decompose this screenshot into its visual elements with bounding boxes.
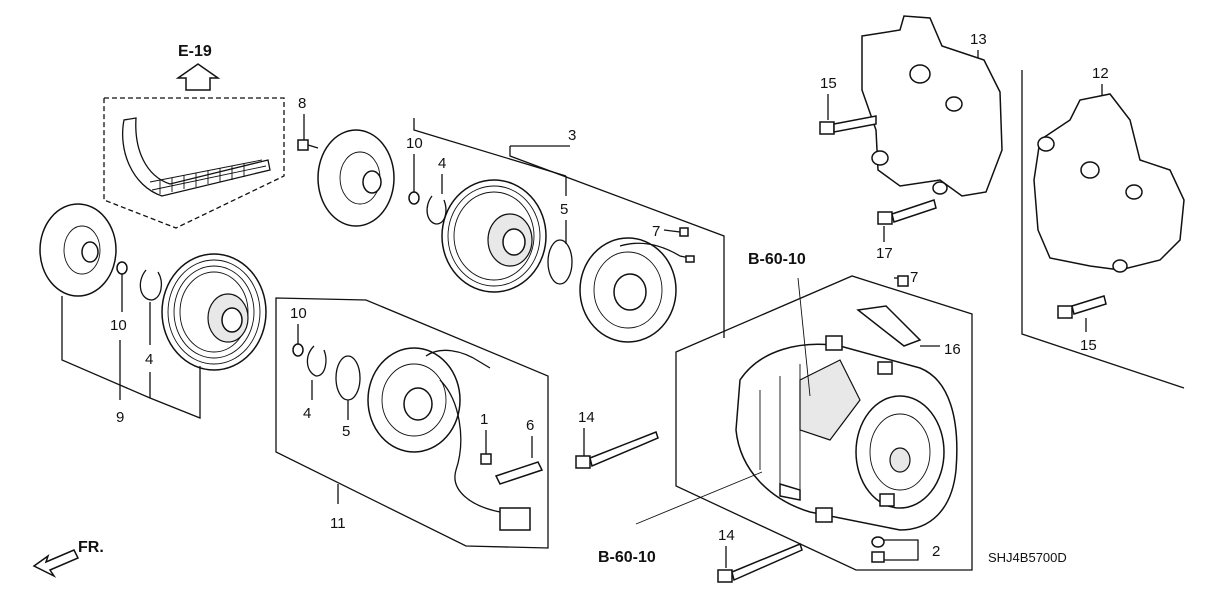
belt-dashed-box bbox=[103, 97, 285, 229]
pressure-plate-left bbox=[39, 203, 117, 297]
snap-ring-5-upper bbox=[547, 239, 573, 285]
label-4a[interactable]: 4 bbox=[145, 351, 153, 368]
bolt-1 bbox=[480, 453, 492, 465]
bolt-14-lower bbox=[717, 543, 803, 583]
coil-connector bbox=[499, 507, 531, 531]
label-17[interactable]: 17 bbox=[876, 245, 893, 262]
label-4c[interactable]: 4 bbox=[303, 405, 311, 422]
diagram-code: SHJ4B5700D bbox=[988, 550, 1067, 565]
bolt-8 bbox=[297, 139, 319, 151]
front-arrow-icon bbox=[32, 549, 80, 578]
label-6[interactable]: 6 bbox=[526, 417, 534, 434]
label-10c[interactable]: 10 bbox=[290, 305, 307, 322]
shim-lower bbox=[292, 343, 304, 357]
bracket-13 bbox=[861, 15, 1003, 197]
front-indicator: FR. bbox=[32, 539, 104, 578]
snap-ring-5-lower bbox=[335, 355, 361, 401]
label-16[interactable]: 16 bbox=[944, 341, 961, 358]
assembly-11: 10 4 5 1 6 11 bbox=[275, 297, 549, 549]
label-5b[interactable]: 5 bbox=[342, 423, 350, 440]
assembly-3: 3 10 4 5 7 bbox=[406, 118, 725, 343]
bolt-7-upper bbox=[679, 227, 689, 237]
bracket-16 bbox=[856, 305, 922, 347]
up-arrow-icon bbox=[175, 63, 221, 91]
left-clutch-assembly: 10 4 9 bbox=[39, 203, 267, 426]
field-coil-upper bbox=[579, 237, 695, 343]
snap-ring-lower bbox=[306, 345, 327, 377]
pulley-left bbox=[161, 253, 267, 371]
label-11[interactable]: 11 bbox=[330, 515, 346, 532]
drive-belt bbox=[122, 117, 271, 197]
label-5a[interactable]: 5 bbox=[560, 201, 568, 218]
upper-middle-assembly: 8 bbox=[297, 95, 395, 227]
label-9[interactable]: 9 bbox=[116, 409, 124, 426]
ref-e19[interactable]: E-19 bbox=[178, 43, 212, 60]
pressure-plate-upper bbox=[317, 129, 395, 227]
shim-upper bbox=[408, 191, 420, 205]
label-10b[interactable]: 10 bbox=[406, 135, 423, 152]
label-4b[interactable]: 4 bbox=[438, 155, 446, 172]
label-13[interactable]: 13 bbox=[970, 31, 987, 48]
pulley-upper bbox=[441, 179, 547, 293]
ref-b6010-top[interactable]: B-60-10 bbox=[748, 251, 806, 268]
bolt-14-upper bbox=[575, 431, 659, 469]
wire-bracket-6 bbox=[494, 461, 544, 485]
bracket-12-group: 12 15 bbox=[1021, 65, 1185, 389]
bracket-12 bbox=[1033, 93, 1185, 271]
bolt-7-lower bbox=[897, 275, 909, 287]
label-7a[interactable]: 7 bbox=[652, 223, 660, 240]
label-8[interactable]: 8 bbox=[298, 95, 306, 112]
label-15b[interactable]: 15 bbox=[1080, 337, 1097, 354]
shim-left bbox=[116, 261, 128, 275]
snap-ring-left bbox=[139, 269, 163, 301]
seal-2 bbox=[871, 536, 885, 548]
snap-ring-upper bbox=[426, 195, 447, 225]
ref-b6010-bottom[interactable]: B-60-10 bbox=[598, 549, 656, 566]
label-10a[interactable]: 10 bbox=[110, 317, 127, 334]
bolt-17 bbox=[877, 199, 937, 225]
front-label[interactable]: FR. bbox=[78, 539, 104, 556]
label-14a[interactable]: 14 bbox=[578, 409, 595, 426]
label-3[interactable]: 3 bbox=[568, 127, 576, 144]
label-12[interactable]: 12 bbox=[1092, 65, 1109, 82]
field-coil-lower bbox=[367, 347, 531, 531]
bolt-15-lower bbox=[1057, 295, 1107, 319]
label-7b[interactable]: 7 bbox=[910, 269, 918, 286]
belt-group: E-19 bbox=[103, 43, 285, 229]
compressor-body bbox=[735, 335, 958, 531]
label-1[interactable]: 1 bbox=[480, 411, 488, 428]
bolt-15-upper bbox=[819, 115, 877, 135]
label-14b[interactable]: 14 bbox=[718, 527, 735, 544]
compressor-group: B-60-10 B-60-10 7 16 14 14 2 bbox=[575, 251, 973, 583]
bolt-2 bbox=[871, 551, 885, 563]
label-15a[interactable]: 15 bbox=[820, 75, 837, 92]
bracket-13-group: 13 15 17 bbox=[819, 15, 1003, 262]
label-2[interactable]: 2 bbox=[932, 543, 940, 560]
